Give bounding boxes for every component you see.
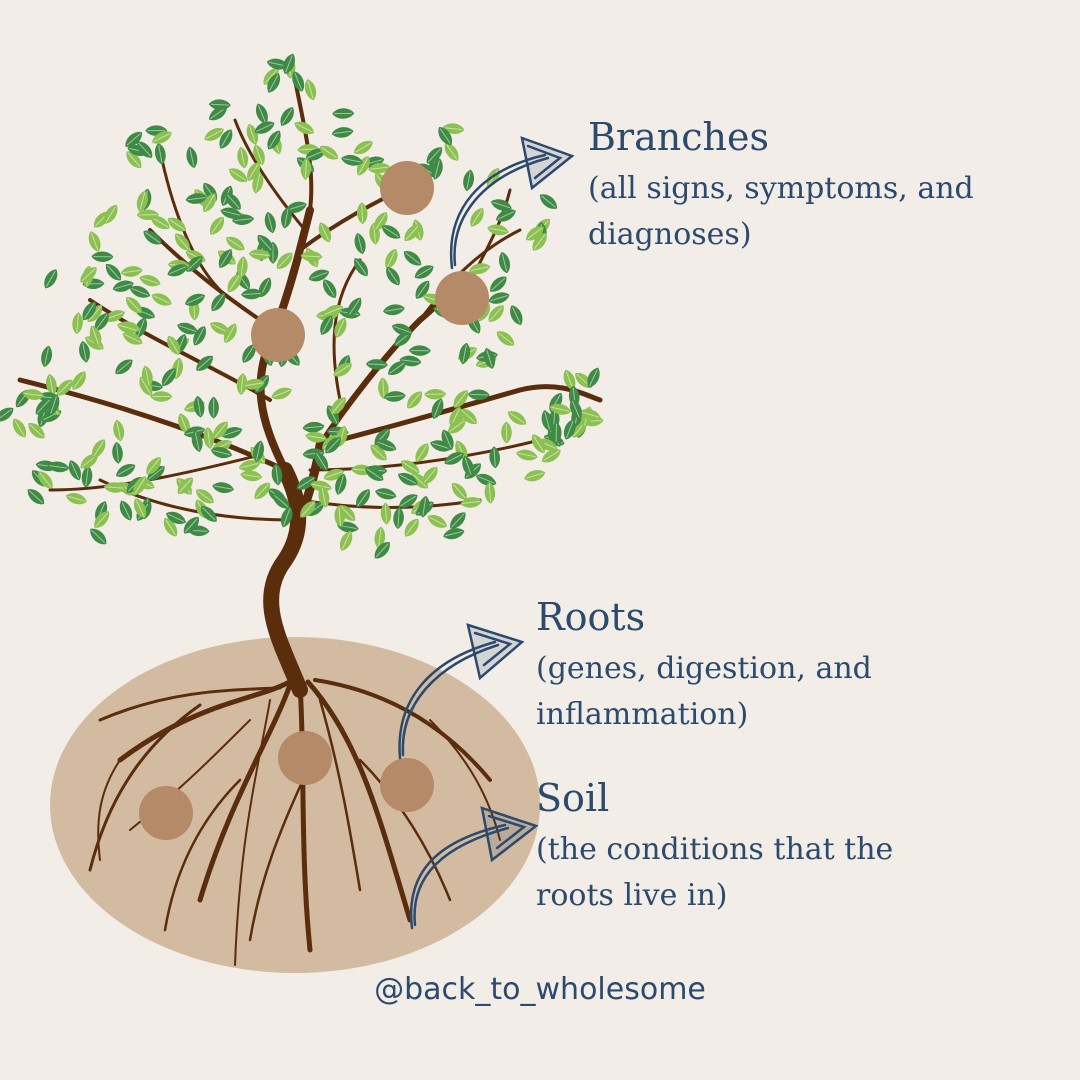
roots-label: Roots (genes, digestion, and inflammatio… <box>536 598 1006 738</box>
branches-description-line-2: diagnoses) <box>588 212 1058 258</box>
node-root-right <box>380 758 434 812</box>
soil-description-line-1: (the conditions that the <box>536 827 1006 873</box>
roots-description-line-1: (genes, digestion, and <box>536 646 1006 692</box>
soil-label: Soil (the conditions that the roots live… <box>536 779 1006 919</box>
roots-title: Roots <box>536 598 1006 636</box>
node-root-left <box>139 786 193 840</box>
node-branch-top <box>380 161 434 215</box>
roots-description-line-2: inflammation) <box>536 692 1006 738</box>
node-branch-right <box>435 271 489 325</box>
soil-title: Soil <box>536 779 1006 817</box>
branches-label: Branches (all signs, symptoms, and diagn… <box>588 118 1058 258</box>
branches-description-line-1: (all signs, symptoms, and <box>588 166 1058 212</box>
social-handle: @back_to_wholesome <box>0 972 1080 1007</box>
leaf-vein <box>470 394 488 395</box>
leaves <box>0 52 604 562</box>
node-root-center <box>278 731 332 785</box>
branches-title: Branches <box>588 118 1058 156</box>
node-branch-left <box>251 308 305 362</box>
soil-description-line-2: roots live in) <box>536 873 1006 919</box>
